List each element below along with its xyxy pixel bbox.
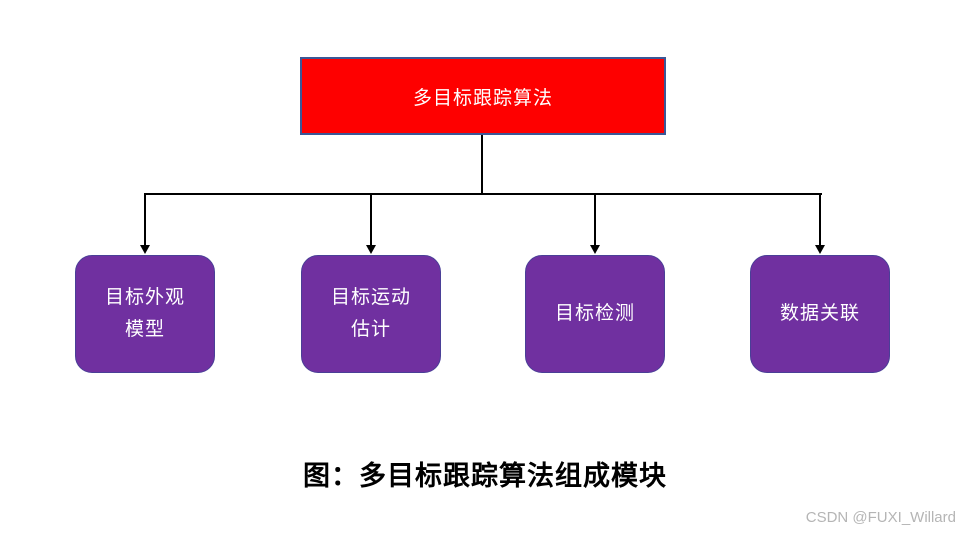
child-node-label: 目标外观 模型: [104, 286, 185, 340]
child-node-label: 目标检测: [554, 302, 635, 324]
root-node-label: 多目标跟踪算法: [412, 87, 553, 109]
child-node-label: 目标运动 估计: [330, 286, 411, 340]
arrow-down-icon: [366, 245, 376, 254]
connector-stem: [481, 135, 483, 195]
arrow-down-icon: [140, 245, 150, 254]
watermark: CSDN @FUXI_Willard: [805, 509, 956, 526]
arrow-down-icon: [815, 245, 825, 254]
child-node-object-detection: 目标检测: [525, 255, 665, 373]
connector-horizontal: [144, 193, 822, 195]
connector-drop-3: [594, 195, 596, 246]
connector-drop-1: [144, 195, 146, 246]
child-node-appearance-model: 目标外观 模型: [75, 255, 215, 373]
connector-drop-4: [819, 195, 821, 246]
connector-drop-2: [370, 195, 372, 246]
child-node-motion-estimation: 目标运动 估计: [301, 255, 441, 373]
diagram-caption: 图：多目标跟踪算法组成模块: [303, 461, 667, 491]
arrow-down-icon: [590, 245, 600, 254]
root-node: 多目标跟踪算法: [300, 57, 666, 135]
child-node-data-association: 数据关联: [750, 255, 890, 373]
child-node-label: 数据关联: [779, 302, 860, 324]
